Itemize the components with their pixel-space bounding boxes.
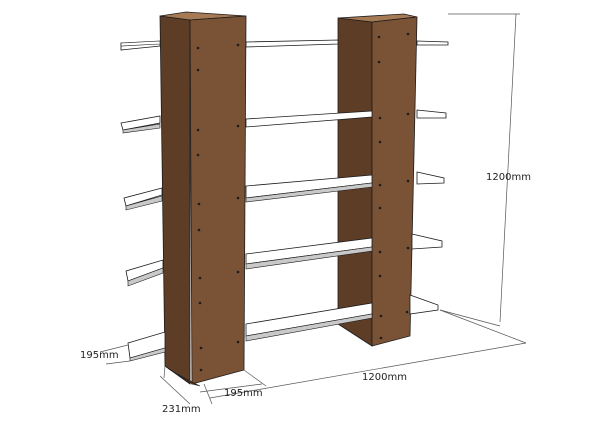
upright-depth-dimension-label: 231mm — [162, 404, 201, 415]
shelf-3 — [123, 171, 445, 211]
shelf-4 — [125, 233, 443, 287]
shelf-5 — [127, 294, 439, 362]
shelf-2 — [120, 109, 447, 134]
left-upright-bottom-shadow — [164, 365, 201, 387]
shelf-depth-dimension-label: 195mm — [80, 350, 119, 361]
shelf-1 — [120, 39, 449, 51]
width-dimension-label: 1200mm — [362, 372, 407, 383]
dimension-lines — [99, 13, 527, 405]
upright-width-dimension-label: 195mm — [224, 388, 263, 399]
left-upright — [164, 15, 247, 387]
left-upright-screws — [196, 43, 240, 372]
right-upright-screws — [377, 32, 410, 340]
left-upright-side — [159, 15, 191, 385]
height-dimension-label: 1200mm — [486, 172, 531, 183]
